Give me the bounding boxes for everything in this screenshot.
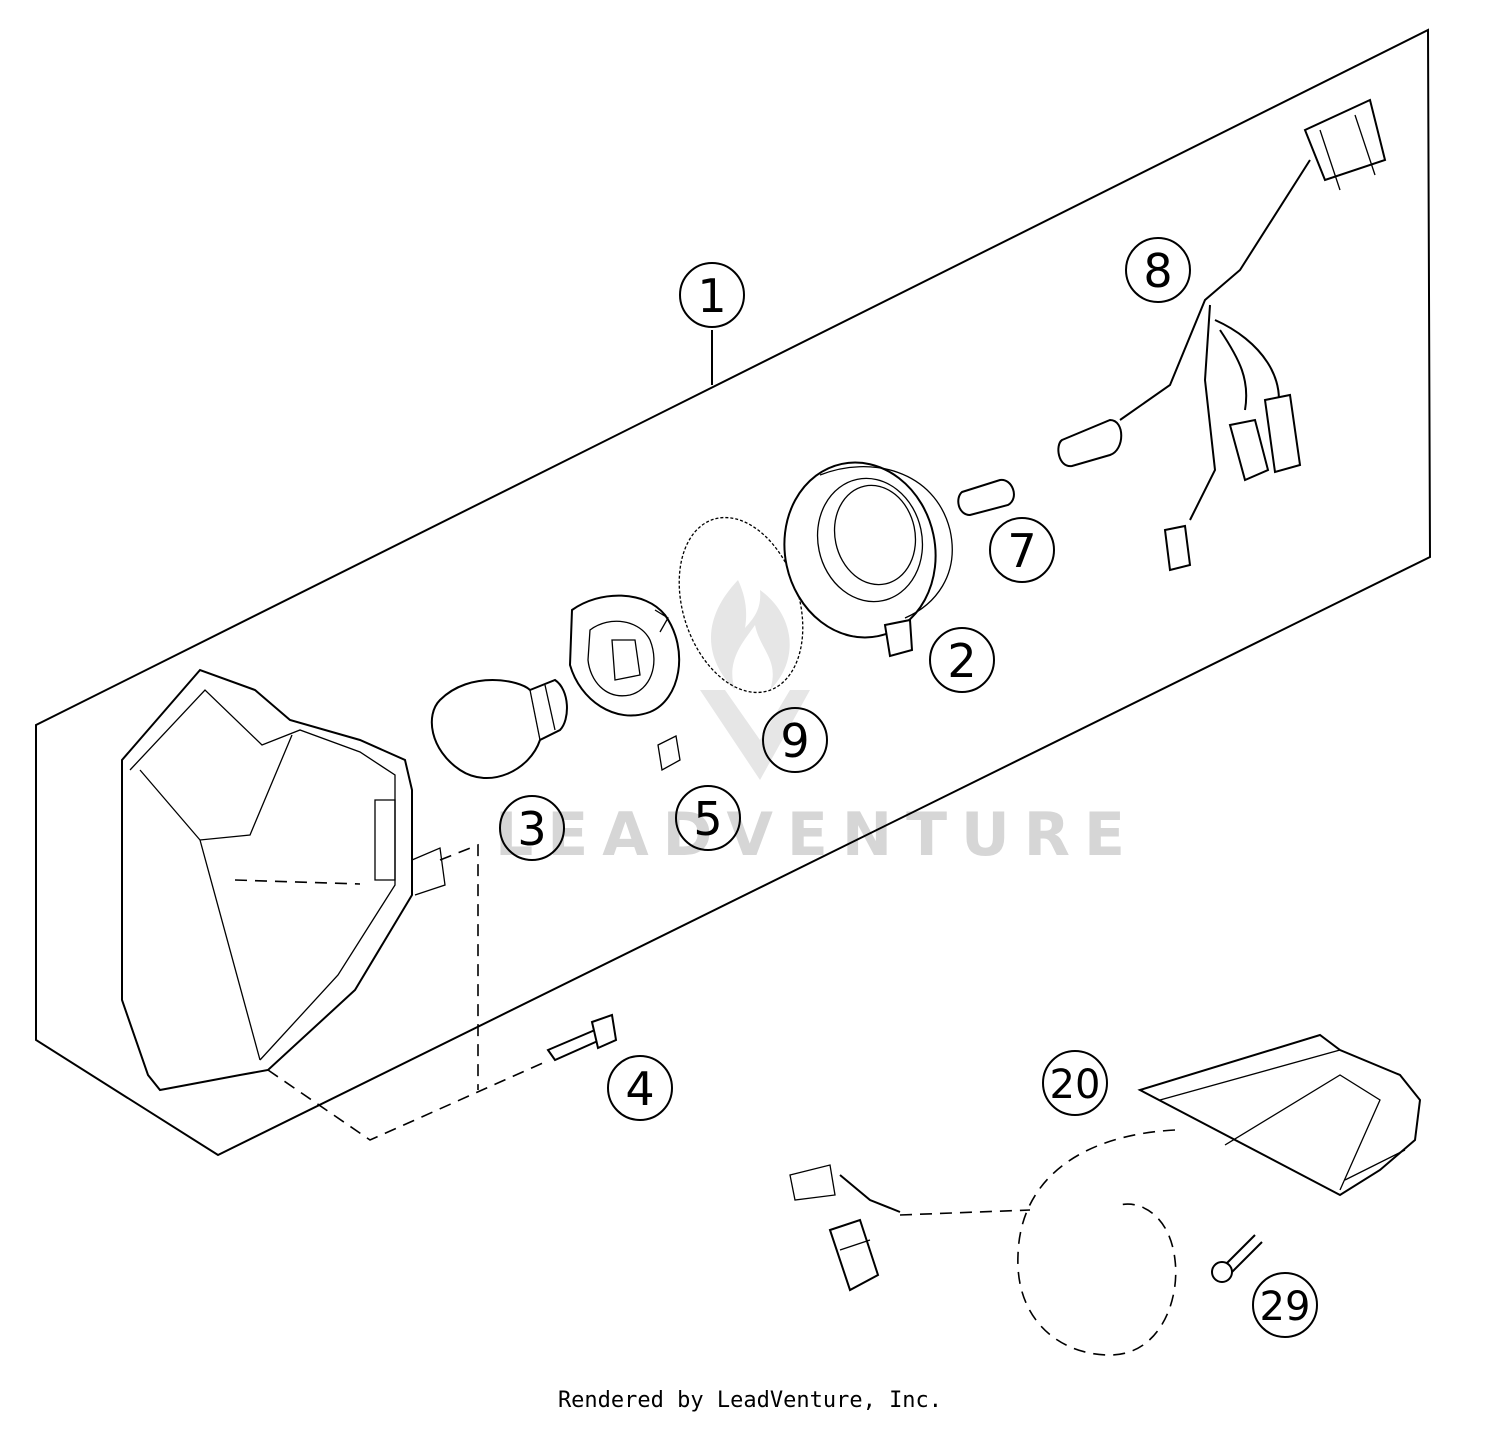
assembly-line-bolt [439,843,479,1090]
bulb-socket-part [568,594,681,717]
assembly-line-bottom [267,1061,546,1141]
footer-credit: Rendered by LeadVenture, Inc. [557,1388,943,1413]
callout-8-label: 8 [1143,244,1172,298]
callout-9-label: 9 [780,714,809,768]
callout-3: 3 [499,795,565,861]
callout-29-label: 29 [1260,1284,1311,1330]
callout-20-label: 20 [1050,1062,1101,1108]
callout-20: 20 [1042,1050,1108,1116]
callout-4: 4 [607,1055,673,1121]
bolt-part [546,1013,618,1062]
bulb-part [430,678,568,780]
callout-4-label: 4 [625,1062,654,1116]
screw-part [1211,1234,1263,1283]
headlight-mask [121,668,446,1092]
callout-9: 9 [762,707,828,773]
small-bulb-part [957,478,1015,517]
callout-3-label: 3 [517,802,546,856]
callout-5: 5 [675,785,741,851]
assembly-box [35,28,1432,1157]
callout-1: 1 [679,262,745,328]
callout-2: 2 [929,627,995,693]
callout-1-label: 1 [697,269,726,323]
callout-7: 7 [989,517,1055,583]
reflector-part [783,461,953,658]
wiring-harness-part [1057,98,1387,572]
callout-2-label: 2 [947,634,976,688]
watermark: LEADVENTURE [495,580,1139,870]
callout-5-label: 5 [693,792,722,846]
callout-29: 29 [1252,1272,1318,1338]
callout-7-label: 7 [1007,524,1036,578]
callout-8: 8 [1125,237,1191,303]
license-light-part [789,1033,1422,1356]
watermark-text: LEADVENTURE [495,800,1139,870]
small-clip-part [657,735,681,772]
